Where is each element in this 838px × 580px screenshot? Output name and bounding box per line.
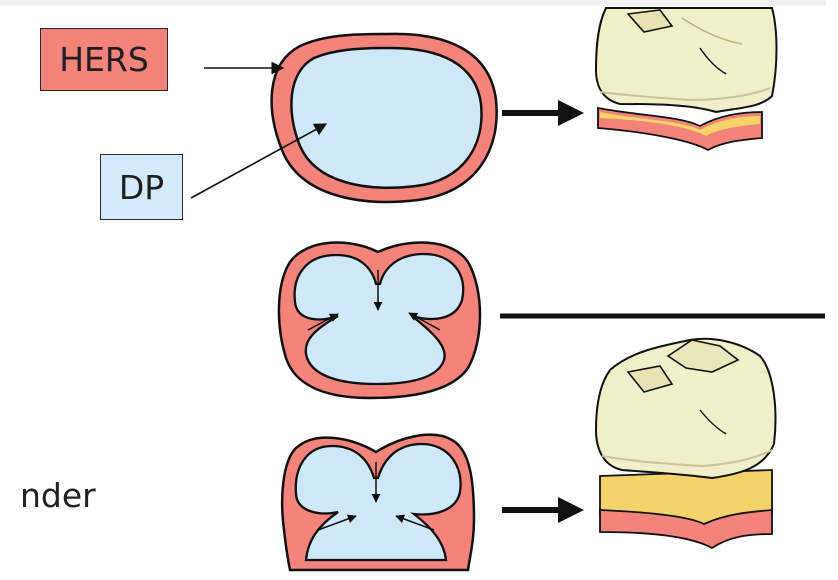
growth-arrow-left-3 [317, 514, 357, 531]
multi-rooted-molar-icon [594, 337, 777, 550]
growth-arrow-right [408, 312, 441, 331]
molar-crown-icon [594, 7, 778, 152]
covered-area [588, 100, 778, 290]
two-tongues-sheath [277, 241, 482, 400]
arrow-right-icon [502, 100, 584, 126]
single-root-sheath [270, 32, 498, 204]
partial-text: nder [20, 476, 96, 515]
three-tongues-sheath [280, 433, 476, 572]
dp-label-box: DP [100, 154, 183, 220]
dental-papilla-2 [293, 252, 465, 386]
right-margin [826, 0, 838, 580]
growth-arrow-left [307, 313, 339, 331]
growth-arrow-right-3 [395, 514, 435, 531]
dental-papilla [290, 46, 483, 189]
hers-label: HERS [59, 40, 149, 79]
hers-label-box: HERS [40, 28, 168, 91]
arrow-right-icon [502, 497, 584, 523]
dp-pointer-arrow [190, 123, 328, 199]
dp-label: DP [118, 167, 165, 207]
